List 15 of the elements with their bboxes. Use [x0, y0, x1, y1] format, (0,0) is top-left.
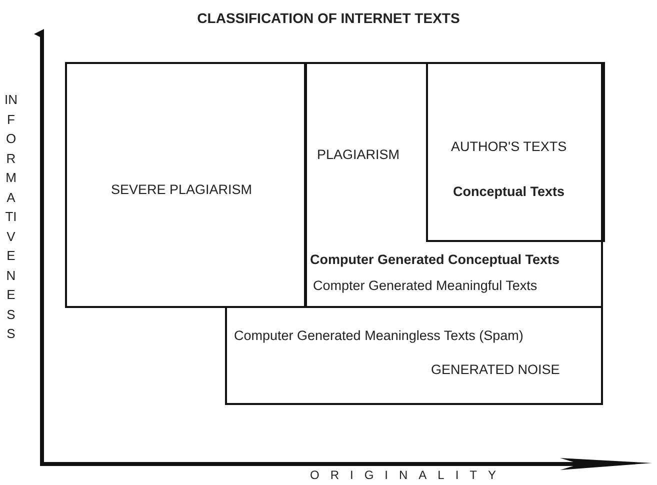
- region-text: Conceptual Texts: [453, 184, 565, 199]
- region-heading: SEVERE PLAGIARISM: [111, 182, 252, 197]
- y-axis-label: INFORMATIVENESS: [4, 91, 18, 343]
- region-box: [305, 62, 603, 308]
- region-box: [65, 62, 306, 308]
- region-heading: Computer Generated Meaningless Texts (Spam): [234, 328, 524, 343]
- region-box: [426, 62, 605, 242]
- x-axis-label: ORIGINALITY: [310, 468, 508, 482]
- region-text: GENERATED NOISE: [431, 362, 560, 377]
- region-heading: PLAGIARISM: [317, 147, 400, 162]
- region-box: [225, 306, 603, 405]
- region-heading: AUTHOR'S TEXTS: [451, 139, 567, 154]
- region-text: Compter Generated Meaningful Texts: [313, 278, 538, 293]
- diagram-title: CLASSIFICATION OF INTERNET TEXTS: [196, 10, 461, 26]
- region-text: Computer Generated Conceptual Texts: [310, 252, 560, 267]
